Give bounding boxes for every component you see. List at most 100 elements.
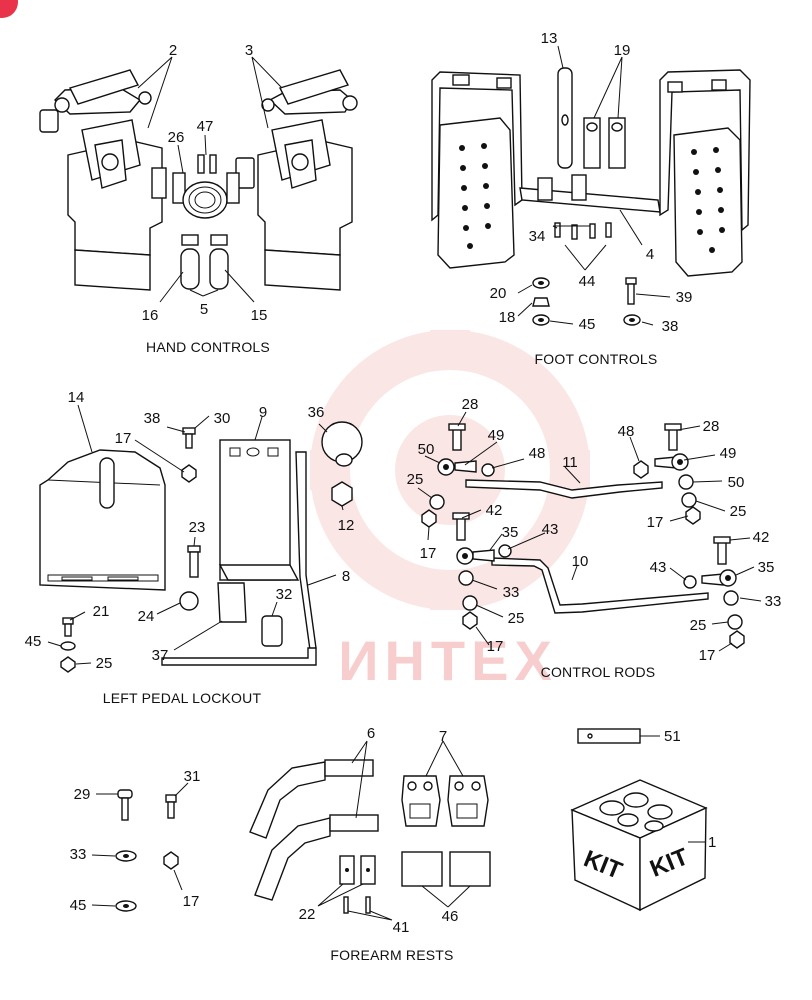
caption-control-rods: CONTROL RODS [541,664,656,680]
callout-17: 17 [420,545,437,562]
callout-17: 17 [487,638,504,655]
knob-part-36 [321,421,363,467]
callout-25: 25 [508,610,525,627]
right-pedal [659,69,751,277]
pedal-shaft-part-4 [519,174,661,213]
callout-28: 28 [462,396,479,413]
callout-36: 36 [308,404,325,421]
callout-28: 28 [703,418,720,435]
rod-part-8 [161,451,317,666]
callout-13: 13 [541,30,558,47]
control-rods-section: 28 49 50 48 11 25 42 17 35 43 10 33 25 1… [407,396,782,680]
watermark-text: ИНТЕХ [338,629,558,692]
bracket-part-9 [218,439,300,581]
callout-15: 15 [251,307,268,324]
rod-part-10 [491,557,709,614]
pads-part-22 [339,855,376,885]
callout-26: 26 [168,129,185,146]
pins-part-41 [343,896,371,914]
caption-left-pedal-lockout: LEFT PEDAL LOCKOUT [103,690,262,706]
kit-box-part-1: KIT KIT [570,779,708,912]
left-control-console [39,69,167,291]
callout-24: 24 [138,608,155,625]
callout-41: 41 [393,919,410,936]
callout-44: 44 [579,273,596,290]
callout-35: 35 [758,559,775,576]
control-rods-right-hardware [633,423,745,649]
callout-42: 42 [486,502,503,519]
callout-33: 33 [765,593,782,610]
callout-34: 34 [529,228,546,245]
callout-38: 38 [144,410,161,427]
callout-50: 50 [418,441,435,458]
callout-45: 45 [25,633,42,650]
callout-12: 12 [338,517,355,534]
callout-25: 25 [96,655,113,672]
callout-38: 38 [662,318,679,335]
callout-25: 25 [730,503,747,520]
callout-49: 49 [488,427,505,444]
forearm-rests-section: 6 7 29 31 33 17 45 22 41 46 FOREARM REST… [70,725,491,963]
callout-37: 37 [152,647,169,664]
callout-29: 29 [74,786,91,803]
brackets-part-19 [583,117,626,169]
callout-20: 20 [490,285,507,302]
callout-7: 7 [439,728,447,745]
callout-19: 19 [614,42,631,59]
callout-8: 8 [342,568,350,585]
callout-25: 25 [690,617,707,634]
brackets-part-7 [401,775,489,827]
callout-2: 2 [169,42,177,59]
callout-23: 23 [189,519,206,536]
callout-48: 48 [618,423,635,440]
nut-part-12 [331,481,353,507]
callout-51: 51 [664,728,681,745]
spring-part-26 [172,172,240,219]
callout-14: 14 [68,389,85,406]
lockout-hardware [60,427,283,673]
callout-50: 50 [728,474,745,491]
forearm-hardware [115,789,179,912]
grips-part-5 [180,234,229,290]
callout-35: 35 [502,524,519,541]
callout-45: 45 [579,316,596,333]
callout-39: 39 [676,289,693,306]
callout-17: 17 [115,430,132,447]
left-pedal-lockout-section: 14 38 30 9 17 36 12 23 8 24 32 37 21 45 … [25,389,363,706]
callout-5: 5 [200,301,208,318]
callout-48: 48 [529,445,546,462]
caption-foot-controls: FOOT CONTROLS [535,351,658,367]
rod-part-11 [465,479,663,499]
callout-46: 46 [442,908,459,925]
callout-17: 17 [183,893,200,910]
tube-part-13 [557,67,573,169]
pins-part-34-44 [554,222,612,240]
callout-21: 21 [93,603,110,620]
callout-22: 22 [299,906,316,923]
callout-42: 42 [753,529,770,546]
callout-1: 1 [708,834,716,851]
caption-forearm-rests: FOREARM RESTS [330,947,453,963]
callout-49: 49 [720,445,737,462]
label-part-51 [577,728,641,744]
callout-32: 32 [276,586,293,603]
right-control-console [235,69,358,291]
callout-9: 9 [259,404,267,421]
foot-hardware [532,277,641,326]
caption-hand-controls: HAND CONTROLS [146,339,270,355]
callout-4: 4 [646,246,654,263]
callout-30: 30 [214,410,231,427]
callout-33: 33 [503,584,520,601]
callout-6: 6 [367,725,375,742]
left-pedal [431,71,523,269]
callout-10: 10 [572,553,589,570]
callout-43: 43 [542,521,559,538]
callout-33: 33 [70,846,87,863]
foot-controls-section: 13 19 34 4 44 20 18 45 39 38 FOOT CONTRO… [431,30,751,367]
cover-part-14 [39,449,166,591]
callout-31: 31 [184,768,201,785]
callout-17: 17 [699,647,716,664]
corner-badge-icon [0,0,18,18]
callout-17: 17 [647,514,664,531]
